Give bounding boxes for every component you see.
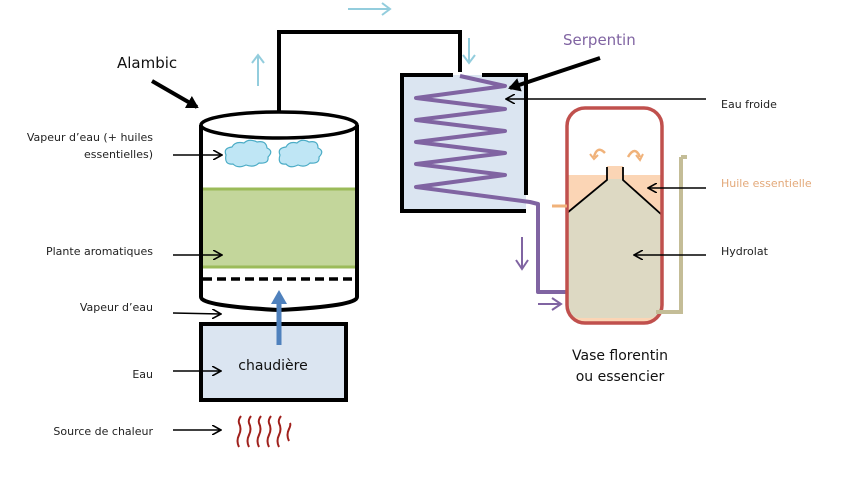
distillate-arrow-down bbox=[515, 237, 529, 271]
serpentin-pointer-arrow bbox=[508, 56, 601, 92]
label-eau: Eau bbox=[132, 368, 153, 381]
flow-arrow-right bbox=[348, 2, 392, 16]
alambic-vessel bbox=[199, 110, 359, 313]
alambic-title: Alambic bbox=[117, 54, 177, 72]
label-hydrolat: Hydrolat bbox=[721, 245, 769, 258]
label-plante: Plante aromatiques bbox=[46, 245, 153, 258]
vase-caption-1: Vase florentin bbox=[572, 348, 668, 364]
steam-arrow-icon bbox=[271, 290, 287, 345]
flow-arrow-up bbox=[251, 53, 265, 86]
serpentin-title: Serpentin bbox=[563, 31, 636, 49]
flow-arrow-down bbox=[462, 38, 476, 65]
label-huile: Huile essentielle bbox=[721, 177, 812, 190]
vapor-cloud-icon bbox=[224, 139, 323, 168]
label-vapeur: Vapeur d’eau bbox=[80, 301, 153, 314]
alambic-pointer-arrow bbox=[150, 79, 199, 109]
boiler-label: chaudière bbox=[238, 358, 307, 374]
heat-icon bbox=[236, 415, 292, 448]
distillate-arrow-right bbox=[538, 297, 563, 311]
pointer-arrow bbox=[172, 313, 221, 314]
vapor-pipe bbox=[277, 30, 462, 115]
vase-florentin bbox=[552, 106, 687, 325]
serpentin-coil bbox=[414, 74, 567, 294]
boiler bbox=[199, 322, 348, 402]
label-vapeur-huiles-2: essentielles) bbox=[84, 148, 153, 161]
label-vapeur-huiles-1: Vapeur d’eau (+ huiles bbox=[27, 131, 153, 144]
label-eau-froide: Eau froide bbox=[721, 98, 777, 111]
label-source: Source de chaleur bbox=[53, 425, 153, 438]
vase-caption-2: ou essencier bbox=[576, 369, 665, 385]
